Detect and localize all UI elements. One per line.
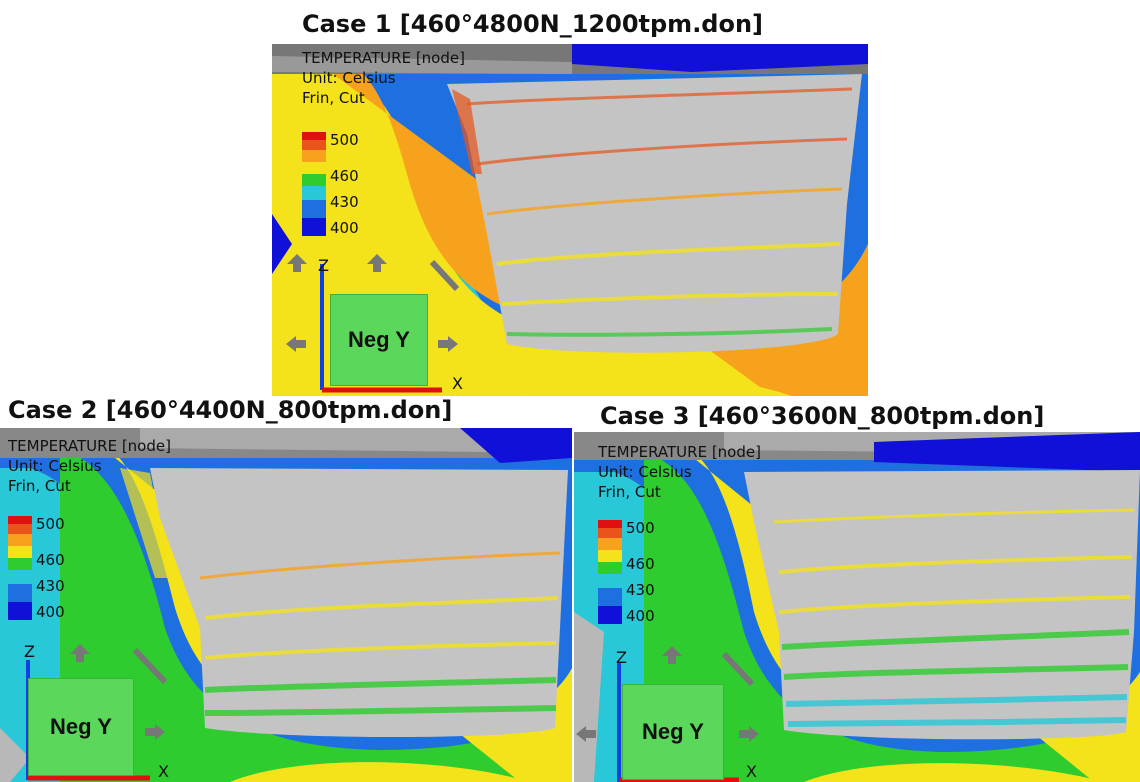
case-3-axis-x-label: X xyxy=(746,762,757,781)
case-1-legend-tick-460: 460 xyxy=(330,167,359,185)
case-3-info-quantity: TEMPERATURE [node] xyxy=(598,443,761,461)
case-3-info-mode: Frin, Cut xyxy=(598,483,661,501)
case-2-info-unit: Unit: Celsius xyxy=(8,457,102,475)
case-1-legend-colorbar xyxy=(302,132,326,236)
case-3-info: TEMPERATURE [node] Unit: Celsius Frin, C… xyxy=(598,442,761,502)
case-2-view-neg-y-button[interactable]: Neg Y xyxy=(28,678,134,776)
case-2-title: Case 2 [460°4400N_800tpm.don] xyxy=(8,396,453,424)
case-3-info-unit: Unit: Celsius xyxy=(598,463,692,481)
case-1-axis-z-label: Z xyxy=(318,256,329,275)
case-2-info: TEMPERATURE [node] Unit: Celsius Frin, C… xyxy=(8,436,171,496)
case-2-info-quantity: TEMPERATURE [node] xyxy=(8,437,171,455)
case-3-title: Case 3 [460°3600N_800tpm.don] xyxy=(600,402,1045,430)
case-2-legend-tick-430: 430 xyxy=(36,577,65,595)
case-2-info-mode: Frin, Cut xyxy=(8,477,71,495)
case-2-color-legend: 500 460 430 400 xyxy=(8,516,88,626)
case-1-info-unit: Unit: Celsius xyxy=(302,69,396,87)
case-1-info: TEMPERATURE [node] Unit: Celsius Frin, C… xyxy=(302,48,465,108)
case-1-info-mode: Frin, Cut xyxy=(302,89,365,107)
case-3-legend-colorbar xyxy=(598,520,622,624)
case-1-axis-x-label: X xyxy=(452,374,463,393)
case-1-orientation-triad xyxy=(286,254,460,393)
case-3-legend-tick-430: 430 xyxy=(626,581,655,599)
case-2-legend-tick-460: 460 xyxy=(36,551,65,569)
case-3-viewport[interactable]: TEMPERATURE [node] Unit: Celsius Frin, C… xyxy=(574,432,1140,782)
case-3-color-legend: 500 460 430 400 xyxy=(598,520,678,630)
case-1-color-legend: 500 460 430 400 xyxy=(302,132,382,242)
case-2-viewport[interactable]: TEMPERATURE [node] Unit: Celsius Frin, C… xyxy=(0,428,572,782)
case-1-viewport[interactable]: TEMPERATURE [node] Unit: Celsius Frin, C… xyxy=(272,44,868,396)
case-3-legend-tick-460: 460 xyxy=(626,555,655,573)
case-3-view-neg-y-button[interactable]: Neg Y xyxy=(622,684,724,780)
case-2-legend-colorbar xyxy=(8,516,32,620)
case-1-view-neg-y-button[interactable]: Neg Y xyxy=(330,294,428,386)
case-1-legend-tick-400: 400 xyxy=(330,219,359,237)
case-2-legend-tick-400: 400 xyxy=(36,603,65,621)
case-1-legend-tick-430: 430 xyxy=(330,193,359,211)
case-2-legend-tick-500: 500 xyxy=(36,515,65,533)
case-1-legend-tick-500: 500 xyxy=(330,131,359,149)
case-3-orientation-triad xyxy=(576,646,759,782)
case-3-axis-z-label: Z xyxy=(616,648,627,667)
case-1-title: Case 1 [460°4800N_1200tpm.don] xyxy=(302,10,764,38)
case-3-legend-tick-500: 500 xyxy=(626,519,655,537)
case-1-info-quantity: TEMPERATURE [node] xyxy=(302,49,465,67)
case-3-legend-tick-400: 400 xyxy=(626,607,655,625)
case-2-axis-x-label: X xyxy=(158,762,169,781)
case-2-axis-z-label: Z xyxy=(24,642,35,661)
